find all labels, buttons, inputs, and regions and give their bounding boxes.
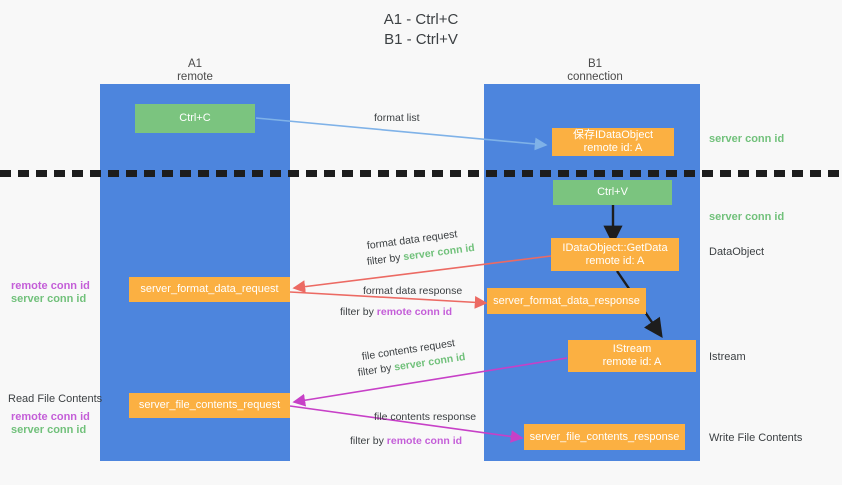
box-ctrl-c-label: Ctrl+C bbox=[179, 112, 211, 124]
caption-file-contents-response-filter-value: remote conn id bbox=[386, 435, 463, 447]
box-server-file-contents-request[interactable]: server_file_contents_request bbox=[129, 393, 290, 418]
label-dataobject: DataObject bbox=[709, 246, 765, 258]
box-server-format-data-response[interactable]: server_format_data_response bbox=[487, 288, 646, 314]
column-header-a1-sub: remote bbox=[177, 71, 213, 83]
label-istream: Istream bbox=[709, 351, 746, 363]
box-server-file-contents-response[interactable]: server_file_contents_response bbox=[524, 424, 685, 450]
caption-format-list: format list bbox=[374, 112, 420, 124]
page-title: A1 - Ctrl+C B1 - Ctrl+V bbox=[0, 10, 842, 50]
box-idataobject-save[interactable]: 保存IDataObject remote id: A bbox=[552, 128, 674, 156]
column-header-b1-sub: connection bbox=[567, 71, 623, 83]
label-server-conn-id-lower: server conn id bbox=[11, 424, 87, 436]
caption-file-contents-response-filter-prefix: filter by bbox=[350, 435, 387, 447]
caption-file-contents-request-filter-prefix: filter by bbox=[357, 361, 396, 379]
box-istream[interactable]: IStream remote id: A bbox=[568, 340, 696, 372]
title-line-2: B1 - Ctrl+V bbox=[384, 31, 458, 48]
caption-format-data-request-filter-prefix: filter by bbox=[366, 251, 405, 268]
caption-file-contents-response-filter: filter by remote conn id bbox=[350, 435, 462, 448]
column-header-a1-name: A1 bbox=[187, 58, 203, 70]
caption-file-contents-response: file contents response bbox=[374, 411, 477, 423]
phase-divider bbox=[0, 170, 842, 177]
box-ctrl-c[interactable]: Ctrl+C bbox=[135, 104, 255, 133]
caption-format-data-response: format data response bbox=[363, 285, 463, 297]
box-ctrl-v-label: Ctrl+V bbox=[597, 186, 628, 198]
box-server-file-contents-request-label: server_file_contents_request bbox=[138, 399, 281, 411]
column-header-a1: A1 remote bbox=[105, 58, 285, 84]
label-read-file-contents: Read File Contents bbox=[8, 393, 103, 405]
box-idataobject-save-line1: 保存IDataObject bbox=[572, 129, 654, 141]
column-header-b1: B1 connection bbox=[505, 58, 685, 84]
caption-format-data-response-filter-prefix: filter by bbox=[340, 306, 377, 318]
box-idataobject-getdata-line2: remote id: A bbox=[585, 254, 645, 267]
caption-format-data-response-filter: filter by remote conn id bbox=[340, 306, 452, 319]
label-write-file-contents: Write File Contents bbox=[709, 432, 803, 444]
box-idataobject-getdata-line1: IDataObject::GetData bbox=[562, 241, 668, 254]
box-server-format-data-request-label: server_format_data_request bbox=[140, 283, 279, 295]
label-server-conn-id-upper: server conn id bbox=[11, 293, 87, 305]
label-server-conn-id-mid: server conn id bbox=[709, 211, 785, 223]
box-server-format-data-response-label: server_format_data_response bbox=[493, 294, 640, 307]
box-server-format-data-request[interactable]: server_format_data_request bbox=[129, 277, 290, 302]
box-idataobject-getdata[interactable]: IDataObject::GetData remote id: A bbox=[551, 238, 679, 271]
box-istream-line2: remote id: A bbox=[602, 356, 662, 368]
label-remote-conn-id-upper: remote conn id bbox=[11, 280, 90, 292]
box-istream-line1: IStream bbox=[612, 343, 652, 355]
title-line-1: A1 - Ctrl+C bbox=[383, 11, 459, 28]
column-header-b1-name: B1 bbox=[587, 58, 603, 70]
box-ctrl-v[interactable]: Ctrl+V bbox=[553, 180, 672, 205]
caption-format-data-response-filter-value: remote conn id bbox=[376, 306, 453, 318]
label-remote-conn-id-lower: remote conn id bbox=[11, 411, 90, 423]
box-idataobject-save-line2: remote id: A bbox=[583, 142, 643, 154]
box-server-file-contents-response-label: server_file_contents_response bbox=[529, 430, 680, 443]
label-server-conn-id-top: server conn id bbox=[709, 133, 785, 145]
